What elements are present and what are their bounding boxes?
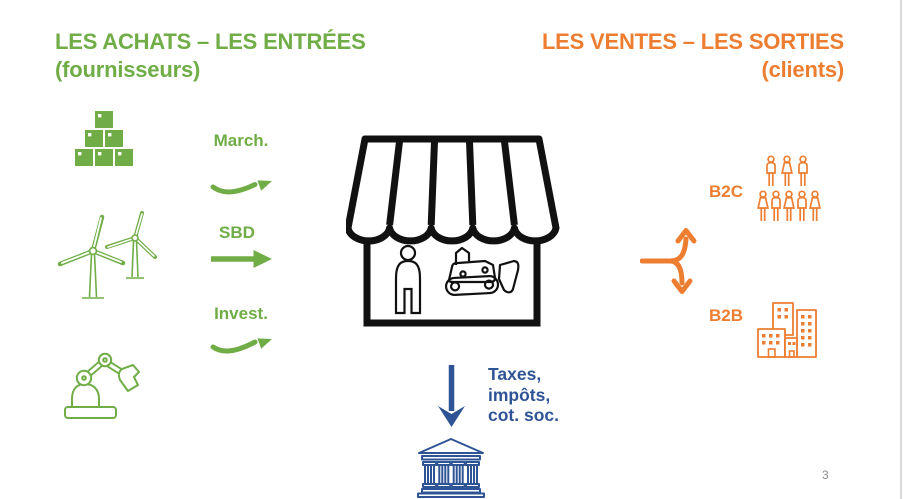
robot-arm-icon xyxy=(64,352,140,419)
b2b-label: B2B xyxy=(709,306,744,325)
bulldozer-icon xyxy=(444,246,520,297)
merchandise-boxes-icon xyxy=(75,111,133,166)
split-up-down-arrow-icon xyxy=(640,228,697,294)
storefront-icon xyxy=(346,135,560,327)
curved-right-arrow-icon-march xyxy=(210,180,272,195)
taxes-label: Taxes, impôts, cot. soc. xyxy=(488,364,559,426)
taxes-label-line2: impôts, xyxy=(488,384,551,405)
right-edge-divider xyxy=(900,0,902,499)
page-number: 3 xyxy=(822,468,829,482)
right-section-title: LES VENTES – LES SORTIES xyxy=(541,29,844,54)
flow-label-march: March. xyxy=(213,131,269,150)
left-section-subtitle: (fournisseurs) xyxy=(55,57,201,82)
left-section-header: LES ACHATS – LES ENTRÉES (fournisseurs) xyxy=(55,28,366,84)
right-section-header: LES VENTES – LES SORTIES (clients) xyxy=(542,28,844,84)
flow-label-sbd: SBD xyxy=(219,223,255,242)
wind-turbine-front xyxy=(57,214,126,299)
wind-turbines-icon xyxy=(57,211,157,299)
left-section-title: LES ACHATS – LES ENTRÉES xyxy=(55,29,366,54)
curved-right-arrow-icon-invest xyxy=(210,338,272,354)
down-arrow-icon xyxy=(438,365,465,427)
b2c-label: B2C xyxy=(709,182,744,201)
taxes-label-line1: Taxes, xyxy=(488,364,542,384)
wind-turbine-back xyxy=(105,211,157,279)
right-section-subtitle: (clients) xyxy=(761,57,844,82)
consumers-people-icon xyxy=(757,155,821,222)
straight-right-arrow-icon-sbd xyxy=(211,250,272,268)
bank-building-icon xyxy=(417,438,485,498)
office-buildings-icon xyxy=(757,302,817,358)
taxes-label-line3: cot. soc. xyxy=(488,405,559,425)
flow-label-invest: Invest. xyxy=(214,304,268,323)
person-icon xyxy=(394,244,422,315)
